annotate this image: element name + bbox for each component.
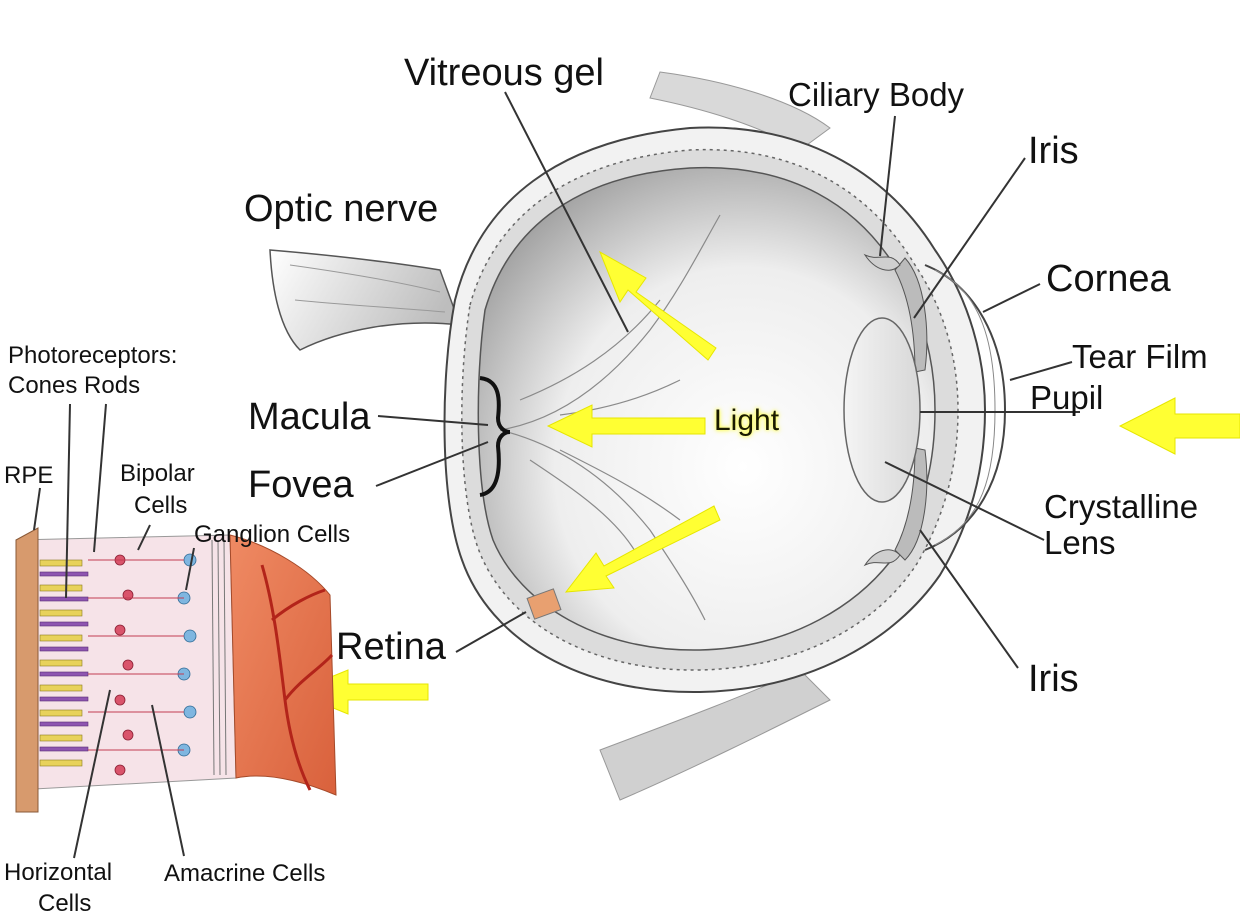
label-horizontal-cells: Cells: [38, 890, 92, 917]
label-amacrine-cells: Amacrine Cells: [164, 860, 326, 887]
label-crystalline: Crystalline: [1044, 488, 1199, 525]
eyeball: [443, 126, 987, 694]
bipolar-cells: [114, 554, 134, 776]
label-iris-bottom: Iris: [1028, 658, 1079, 700]
iris-shape: [863, 253, 928, 567]
label-pupil: Pupil: [1030, 379, 1104, 416]
label-tear-film: Tear Film: [1072, 338, 1208, 375]
label-cones-rods: Cones Rods: [8, 372, 141, 399]
crystalline-lens-shape: [843, 317, 921, 503]
macula-bracket: [479, 376, 511, 497]
photoreceptor-cells: [39, 559, 83, 767]
label-horizontal: Horizontal: [4, 859, 113, 886]
retina-sample-patch: [526, 588, 562, 620]
label-retina: Retina: [336, 626, 446, 668]
light-arrow-left: [546, 404, 706, 448]
label-photoreceptors: Photoreceptors:: [8, 342, 178, 369]
cornea-shape: [924, 264, 1007, 551]
leader-lines: [33, 91, 1080, 859]
retina-layer-inset: [15, 527, 337, 813]
light-arrow-incoming: [1118, 397, 1240, 455]
label-ganglion-cells: Ganglion Cells: [194, 521, 351, 548]
light-arrow-downleft: [564, 505, 721, 593]
optic-nerve-shape: [269, 249, 462, 351]
label-fovea: Fovea: [248, 464, 354, 506]
label-optic-nerve: Optic nerve: [244, 188, 439, 230]
label-macula: Macula: [248, 396, 371, 438]
ganglion-cells: [177, 553, 197, 757]
label-vitreous-gel: Vitreous gel: [404, 52, 604, 94]
label-ciliary-body: Ciliary Body: [788, 76, 965, 113]
label-lens: Lens: [1044, 524, 1116, 561]
label-iris-top: Iris: [1028, 130, 1079, 172]
label-rpe: RPE: [4, 462, 54, 489]
label-light: Light: [714, 404, 780, 437]
label-bipolar: Bipolar: [120, 460, 195, 487]
light-arrow-upleft: [599, 250, 717, 361]
extraocular-muscles: [599, 71, 831, 801]
label-cornea: Cornea: [1046, 258, 1171, 300]
label-bipolar-cells: Cells: [134, 492, 188, 519]
retinal-vessels: [499, 214, 721, 621]
rod-cells: [39, 571, 89, 752]
